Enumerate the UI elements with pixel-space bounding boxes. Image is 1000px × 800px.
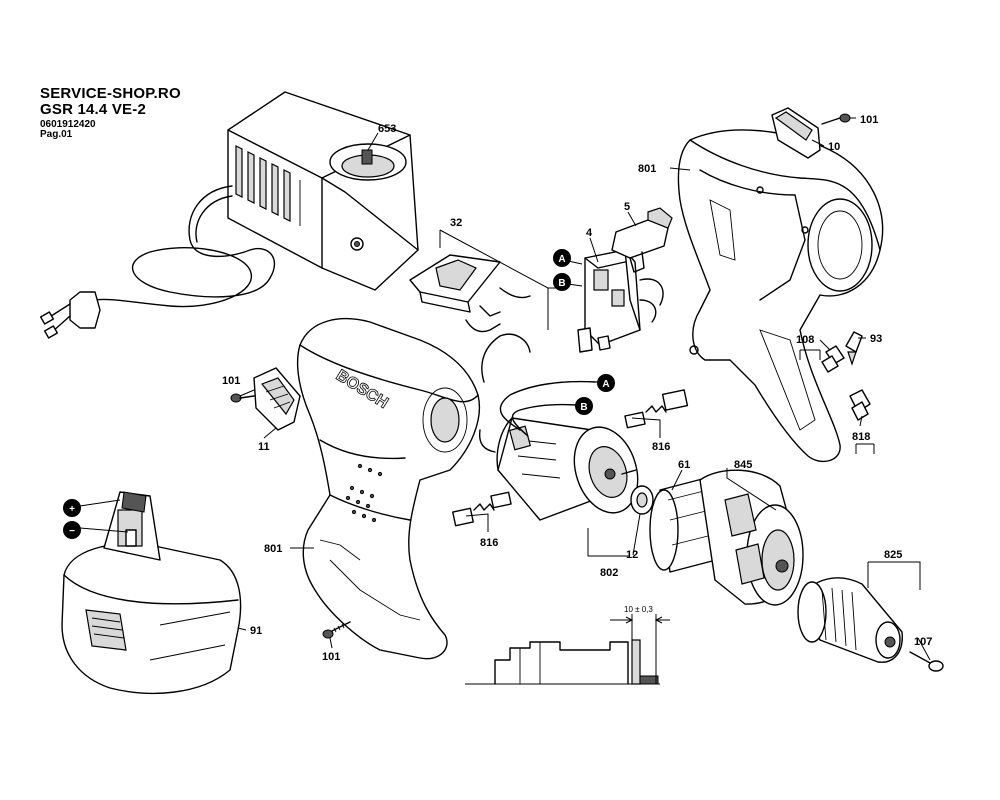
cover-32 [409,254,531,383]
marker-a-wire: A [597,374,615,392]
screw-101-bottom [322,621,351,639]
screw-107 [909,651,944,672]
shop-name: SERVICE-SHOP.RO [40,85,181,102]
gearbox-61 [649,477,717,573]
label-11: 11 [258,441,270,453]
label-61: 61 [678,459,690,471]
chuck-825 [797,577,903,663]
label-32: 32 [450,217,462,229]
label-653: 653 [378,123,396,135]
switch-4 [577,249,664,353]
svg-text:A: A [602,379,609,390]
label-101-top: 101 [860,114,878,126]
brush-816-left [452,491,512,527]
screw-101-top [821,113,851,125]
label-10: 10 [828,141,840,153]
clip-11 [253,367,301,431]
page-number: Pag.01 [40,129,73,140]
label-12: 12 [626,549,638,561]
housing-right-801 [677,129,884,463]
label-107: 107 [914,636,932,648]
label-4: 4 [586,227,593,239]
label-825: 825 [884,549,902,561]
screw-101-left [230,393,255,403]
model-name: GSR 14.4 VE-2 [40,100,146,118]
dimension-detail [465,614,670,685]
label-816-left: 816 [480,537,498,549]
brush-816-right [624,389,689,429]
gearbox-845 [699,469,804,606]
label-5: 5 [624,201,630,213]
label-101-bottom: 101 [322,651,340,663]
label-802: 802 [600,567,618,579]
trigger-5 [611,207,673,273]
label-845: 845 [734,459,752,471]
label-93: 93 [870,333,882,345]
marker-minus: − [63,521,81,539]
part-code: 0601912420 [40,118,96,130]
battery-91 [61,491,242,695]
label-101-left: 101 [222,375,240,387]
clip-108 [821,345,845,373]
svg-text:+: + [69,504,75,515]
svg-text:B: B [580,402,587,413]
label-801-left: 801 [264,543,282,555]
label-108: 108 [796,334,814,346]
label-91: 91 [250,625,262,637]
housing-left-801: BOSCH [296,318,481,660]
spring-818 [849,389,871,421]
svg-text:A: A [558,254,565,265]
label-801-top: 801 [638,163,656,175]
clip-10 [771,107,821,159]
bit-93 [845,331,863,366]
charger-653 [39,91,419,339]
marker-a-top: A [553,249,571,267]
svg-text:B: B [558,278,565,289]
label-816-right: 816 [652,441,670,453]
label-818: 818 [852,431,870,443]
marker-plus: + [63,499,81,517]
marker-b-top: B [553,273,571,291]
marker-b-wire: B [575,397,593,415]
pinion-12 [630,485,654,515]
part-labels: 653 32 4 5 101 10 801 108 93 818 101 11 … [222,114,932,663]
motor-802 [478,380,639,521]
svg-text:−: − [69,526,75,537]
diagram-header: SERVICE-SHOP.RO GSR 14.4 VE-2 0601912420… [40,86,181,141]
dimension-label: 10 ± 0,3 [624,605,653,614]
